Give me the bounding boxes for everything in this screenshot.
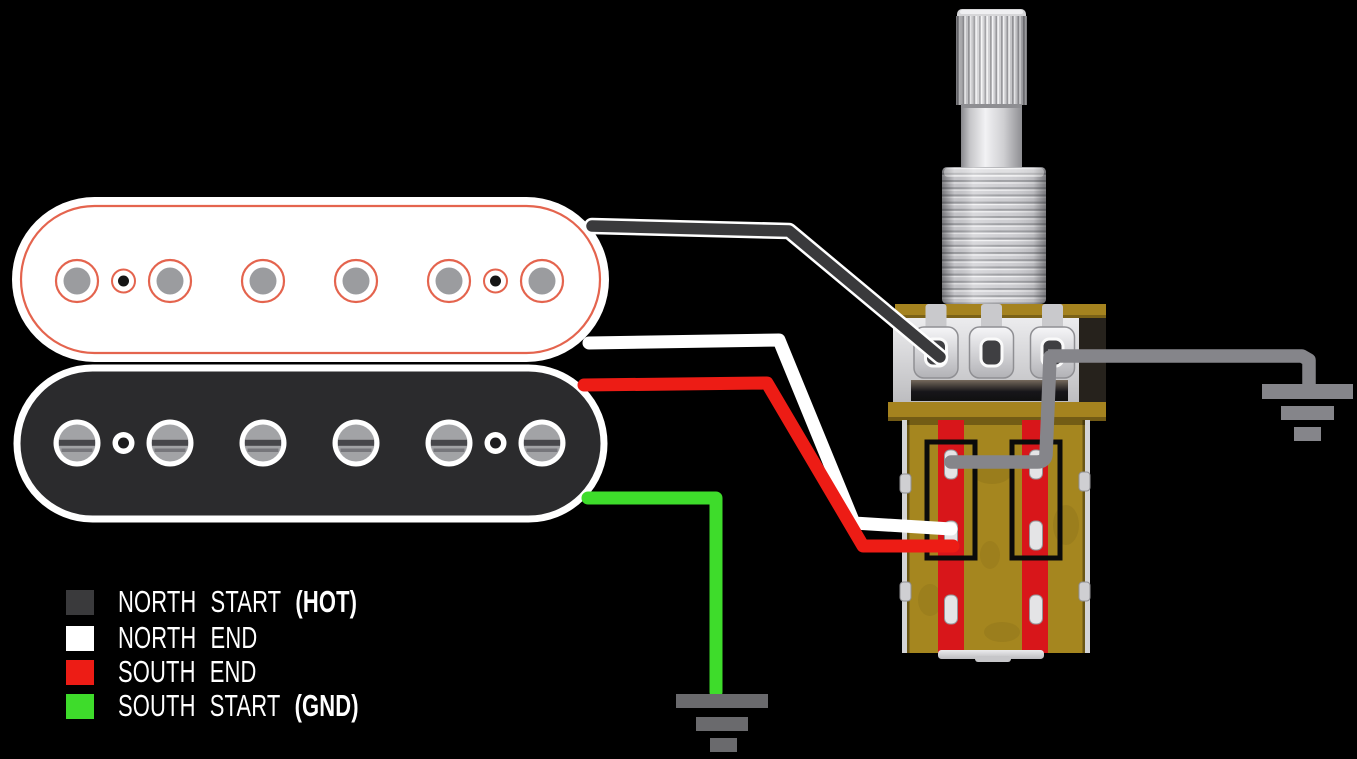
pot-lug-tab [925, 304, 947, 330]
screw-pole [53, 419, 101, 467]
screw-pole [332, 419, 380, 467]
ground-bar [1281, 406, 1334, 420]
ground-symbol-bottom [676, 694, 768, 752]
switch-right-edge [1085, 420, 1090, 653]
gold-mottle [984, 622, 1020, 642]
switch-side-tab [1078, 471, 1091, 492]
knurl-shading [956, 16, 1027, 105]
switch-left-edge-line [907, 420, 910, 653]
pot-lug-2 [968, 325, 1015, 380]
pot-lug-tab [981, 304, 1002, 330]
smooth-shaft [961, 108, 1022, 170]
slug-pole [240, 258, 286, 304]
black-bobbin-body [13, 364, 608, 523]
switch-left-edge [902, 420, 907, 653]
bobbin-dot [483, 268, 508, 294]
ground-bar [676, 694, 768, 708]
switch-base [938, 650, 1044, 659]
switch-side-tab [899, 581, 912, 602]
switch-frame-right [1009, 439, 1063, 561]
switch-lug-right-middle [1029, 520, 1043, 551]
gold-mottle [980, 541, 1000, 569]
switch-base-bump [975, 656, 1011, 662]
bobbin-dot [111, 268, 136, 294]
switch-side-tab [899, 473, 912, 494]
bobbin-dot [484, 432, 507, 454]
push-pull-pot [888, 9, 1106, 662]
pot-lug-tab [1042, 304, 1063, 330]
switch-lug-right-bottom [1029, 594, 1043, 625]
gold-mottle [1053, 505, 1079, 545]
ground-bar [1294, 427, 1321, 441]
ground-bar [710, 738, 737, 752]
wire-pot-to-switch-jumper [944, 350, 1057, 469]
slug-pole [147, 258, 193, 304]
bushing-collar [944, 168, 1044, 177]
slug-pole [333, 258, 379, 304]
screw-pole [146, 419, 194, 467]
ground-bar [696, 717, 748, 731]
slug-pole [519, 258, 565, 304]
switch-right-edge-line [1082, 420, 1085, 653]
screw-pole [239, 419, 287, 467]
switch-top-shadow [902, 420, 1090, 425]
slug-pole [426, 258, 472, 304]
ground-bar [1262, 384, 1353, 399]
wire-south-end [577, 376, 960, 553]
white-slug-bobbin [12, 197, 609, 362]
white-bobbin-inset-line [19, 204, 602, 355]
wires [577, 217, 1316, 699]
ground-symbol-right [1262, 384, 1353, 441]
wire-pot-to-ground [1048, 349, 1316, 388]
gold-mottle [918, 584, 942, 616]
screw-pole [425, 419, 473, 467]
wire-north-start-hot [586, 220, 946, 363]
switch-side-tab [1078, 581, 1091, 602]
humbucker-pickup [12, 197, 609, 523]
switch-frame-left [924, 439, 978, 561]
switch-lug-left-bottom [944, 594, 958, 625]
screw-pole [518, 419, 566, 467]
bobbin-dot [112, 432, 135, 454]
shaft-notch [961, 104, 1022, 109]
white-bobbin-body [12, 197, 609, 362]
black-screw-bobbin [13, 364, 608, 523]
pot-shaft [942, 9, 1046, 304]
wire-north-end [582, 333, 958, 536]
wire-south-start-gnd [581, 491, 723, 699]
pot-window [911, 380, 1068, 401]
slug-pole [54, 258, 100, 304]
pot-bottom-strip-shadow [888, 417, 1106, 421]
bushing-shading [942, 167, 1046, 304]
shaft-cap-highlight [960, 10, 1023, 14]
